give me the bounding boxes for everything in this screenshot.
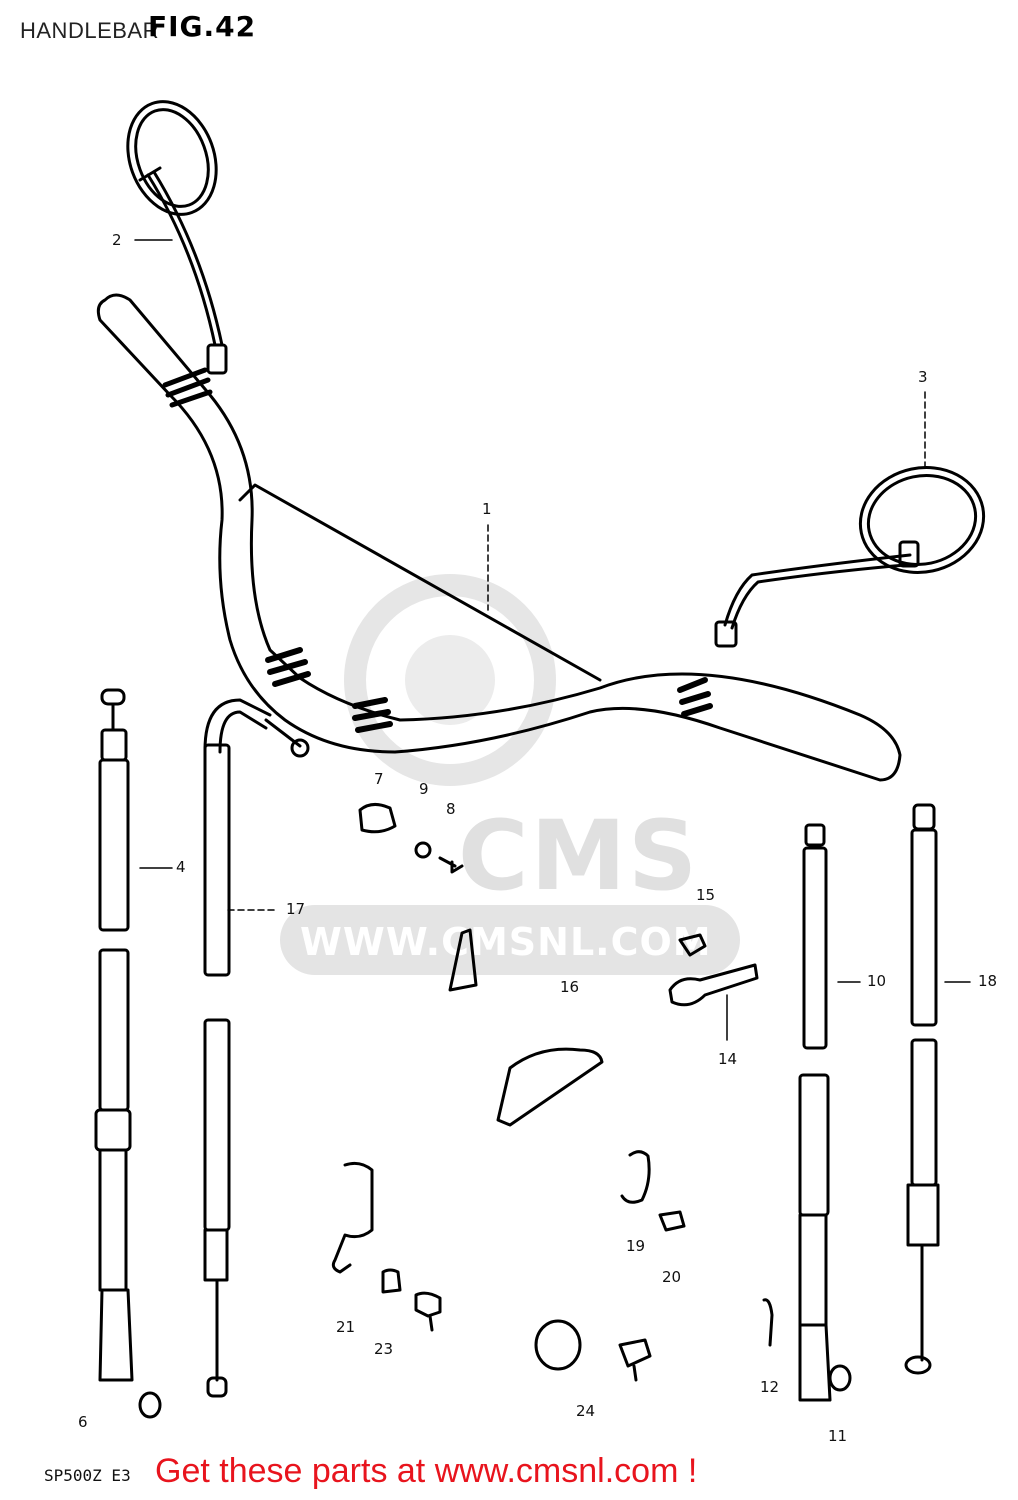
watermark-brand: CMS: [458, 800, 700, 912]
callout-9: 9: [419, 780, 429, 798]
callout-leaders: [134, 239, 971, 1041]
callout-23: 23: [374, 1340, 394, 1358]
callout-19: 19: [626, 1237, 646, 1255]
cable-18: [904, 803, 940, 1375]
throttle-cable-4: [94, 688, 162, 1419]
callout-3: 3: [918, 368, 928, 386]
callout-8: 8: [446, 800, 456, 818]
promo-banner-link[interactable]: Get these parts at www.cmsnl.com !: [155, 1452, 698, 1490]
callout-17: 17: [286, 900, 306, 918]
left-mirror: [126, 100, 228, 375]
watermark-url: WWW.CMSNL.COM: [300, 920, 712, 964]
callout-16: 16: [560, 978, 580, 996]
callout-10: 10: [867, 972, 887, 990]
callout-2: 2: [112, 231, 122, 249]
small-parts: [331, 803, 774, 1382]
callout-12: 12: [760, 1378, 780, 1396]
callout-15: 15: [696, 886, 716, 904]
figure-title: FIG.42: [148, 10, 257, 43]
callout-4: 4: [176, 858, 186, 876]
clutch-cable-10: [798, 823, 852, 1402]
callout-20: 20: [662, 1268, 682, 1286]
diagram-code: SP500Z E3: [44, 1466, 131, 1485]
callout-7: 7: [374, 770, 384, 788]
choke-cable-17: [203, 698, 310, 1398]
callout-24: 24: [576, 1402, 596, 1420]
right-mirror: [714, 466, 986, 648]
callout-11: 11: [828, 1427, 848, 1445]
page-title: HANDLEBAR: [20, 18, 159, 43]
callout-6: 6: [78, 1413, 88, 1431]
handlebar-tube: [96, 293, 902, 782]
callout-18: 18: [978, 972, 998, 990]
callout-1: 1: [482, 500, 492, 518]
callout-14: 14: [718, 1050, 738, 1068]
callout-21: 21: [336, 1318, 356, 1336]
